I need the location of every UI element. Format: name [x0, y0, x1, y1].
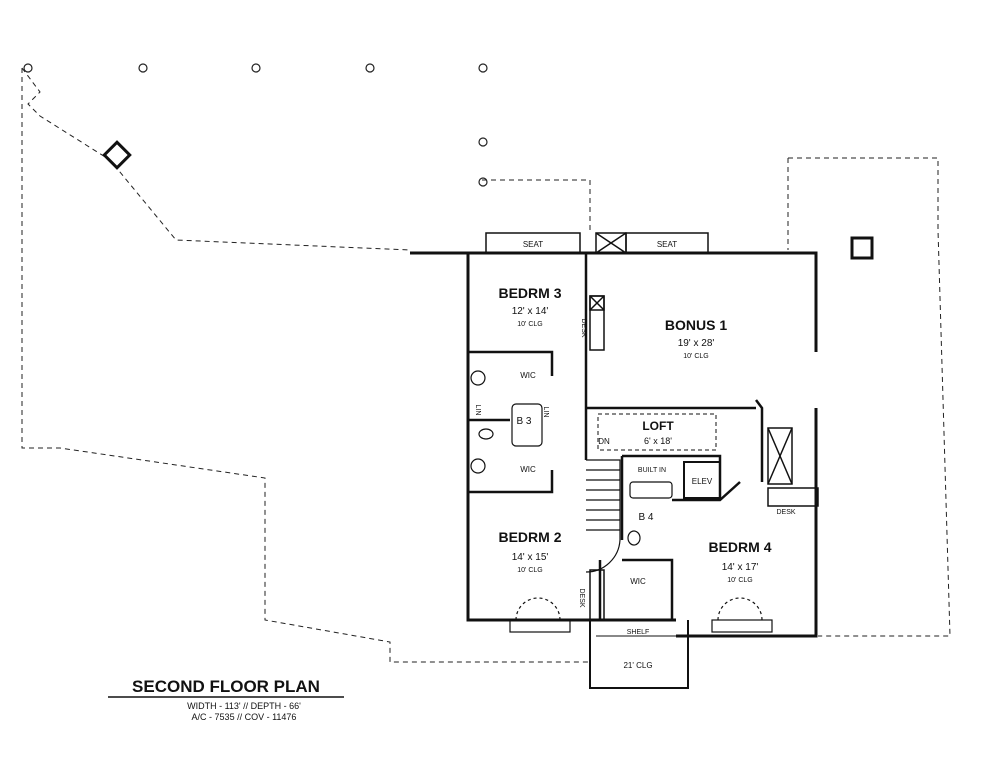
builtin-label: BUILT IN: [638, 467, 666, 474]
bath3-label: B 3: [516, 416, 531, 427]
seat-left-label: SEAT: [523, 240, 543, 249]
stair: [585, 459, 621, 573]
bedrm3-name: BEDRM 3: [498, 285, 561, 301]
wic-bottom-label: WIC: [630, 577, 646, 586]
lin-right-label: LIN: [542, 407, 549, 418]
loft-name: LOFT: [642, 419, 674, 433]
desk-bottom-label: DESK: [578, 588, 585, 607]
bedrm4-clg: 10' CLG: [727, 577, 752, 584]
shelf-label: SHELF: [627, 629, 650, 636]
desk-right-label: DESK: [776, 509, 795, 516]
interior-walls: [468, 253, 764, 620]
plan-area: A/C - 7535 // COV - 11476: [192, 712, 297, 722]
loft-rail: [597, 413, 717, 451]
bedrm2-size: 14' x 15': [512, 552, 549, 563]
bedrm3-size: 12' x 14': [512, 306, 549, 317]
loft-size: 6' x 18': [644, 436, 672, 446]
porch-clg-label: 21' CLG: [623, 661, 652, 670]
bedrm4-name: BEDRM 4: [708, 539, 771, 555]
chimney-right: [850, 236, 874, 260]
plan-dimensions: WIDTH - 113' // DEPTH - 66': [187, 701, 301, 711]
lin-left-label: LIN: [474, 405, 481, 416]
front-porch: [589, 620, 689, 689]
bath4-label: B 4: [638, 512, 653, 523]
window-seats: [485, 232, 709, 254]
bedrm2-name: BEDRM 2: [498, 529, 561, 545]
columns: [23, 63, 488, 187]
bay-windows: [509, 597, 773, 633]
wic-upper-label: WIC: [520, 371, 536, 380]
bonus1-clg: 10' CLG: [683, 353, 708, 360]
roof-outline-right: [787, 157, 951, 637]
bedrm3-clg: 10' CLG: [517, 321, 542, 328]
elevator-shaft: [683, 461, 721, 499]
dn-label: DN: [598, 437, 610, 446]
roof-outline-left: [21, 67, 591, 663]
bedrm2-clg: 10' CLG: [517, 567, 542, 574]
elev-label: ELEV: [692, 477, 713, 486]
bonus1-name: BONUS 1: [665, 317, 727, 333]
exterior-walls: [410, 251, 818, 638]
wic-lower-label: WIC: [520, 465, 536, 474]
bedrm4-size: 14' x 17': [722, 562, 759, 573]
desk-top-label: DESK: [580, 318, 587, 337]
chimney-left: [102, 140, 132, 170]
seat-right-label: SEAT: [657, 240, 677, 249]
plan-title: SECOND FLOOR PLAN: [132, 677, 320, 696]
bath-fixtures: [470, 370, 673, 546]
bonus1-size: 19' x 28': [678, 338, 715, 349]
